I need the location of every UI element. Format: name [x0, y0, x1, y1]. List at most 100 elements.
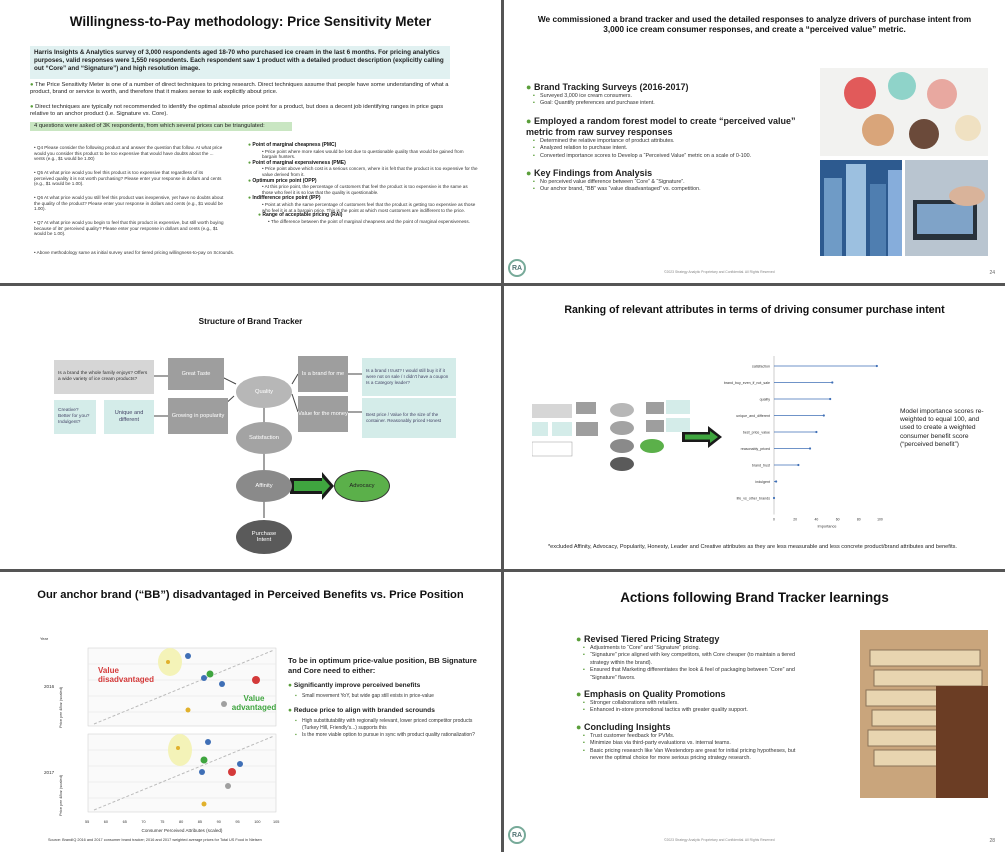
quality-node: Quality — [236, 376, 292, 408]
x-tick-label: 95 — [235, 820, 240, 824]
actions-list: ● Revised Tiered Pricing Strategy Adjust… — [576, 634, 798, 762]
exclusion-note: *excluded Affinity, Advocacy, Popularity… — [548, 544, 957, 550]
bar-label: best_price_value — [743, 431, 770, 435]
slide-title: Ranking of relevant attributes in terms … — [564, 304, 945, 316]
slide-title: Actions following Brand Tracker learning… — [620, 590, 889, 605]
bar-label: satisfaction — [752, 365, 770, 369]
affinity-node: Affinity — [236, 470, 292, 502]
bar-label: brand_buy_even_if_not_sale — [724, 381, 770, 385]
brand-for-me-node: Is a brand for me — [298, 356, 348, 392]
flow-arrows — [150, 371, 362, 518]
purchase-intent-node: Purchase Intent — [236, 520, 292, 554]
great-taste-node: Great Taste — [168, 358, 224, 390]
y-axis-label-bottom: Price per 48oz (scaled) — [58, 774, 63, 816]
x-tick-label: 100 — [877, 518, 883, 522]
x-tick-label: 100 — [254, 820, 261, 824]
year-label: Year — [40, 636, 49, 641]
mini-structure-diagram — [532, 400, 690, 471]
x-tick-label: 70 — [141, 820, 146, 824]
price-value-scatter — [87, 647, 277, 813]
slide-brand-tracker-intro: We commissioned a brand tracker and used… — [504, 0, 1005, 283]
x-tick-label: 75 — [160, 820, 165, 824]
q7-text: • Q7 At what price would you begin to fe… — [34, 220, 224, 237]
x-tick-label: 105 — [273, 820, 280, 824]
importance-dot — [829, 397, 832, 401]
questions-highlight: 4 questions were asked of 3K respondents… — [30, 122, 292, 131]
year-2017: 2017 — [44, 770, 55, 775]
satisfaction-node: Satisfaction — [236, 422, 292, 454]
value-disadvantaged-label: Value disadvantaged — [98, 666, 155, 684]
above-note: • Above methodology same as initial surv… — [34, 250, 235, 255]
x-ticks: 55 60 65 70 75 80 85 90 95 100 105 — [84, 820, 280, 826]
ice-cream-photo — [820, 68, 988, 156]
slide-title: Our anchor brand (“BB”) disadvantaged in… — [37, 589, 464, 601]
money-photo — [860, 630, 988, 798]
laptop-photo — [905, 160, 988, 256]
bar-label: indulgent — [755, 480, 770, 484]
q5-text: • Q5 At what price would you feel this p… — [34, 170, 222, 187]
x-tick-label: 0 — [773, 518, 775, 522]
footer-text: ©2023 Strategy Analytic Proprietary and … — [664, 270, 775, 274]
slide-title: We commissioned a brand tracker and used… — [537, 14, 972, 34]
y-axis-label-top: Price per 48oz (scaled) — [58, 686, 63, 728]
x-tick-label: 80 — [179, 820, 184, 824]
bar-label: reasonably_priced — [741, 447, 770, 451]
x-tick-label: 80 — [857, 518, 861, 522]
price-points: ● Point of marginal cheapness (PMC) • Pr… — [248, 142, 478, 224]
page-number: 28 — [989, 838, 995, 844]
best-price-node: Best price / Value for the size of the c… — [362, 398, 456, 438]
x-axis-label: Consumer Perceived Attributes (scaled) — [141, 828, 223, 833]
year-2016: 2016 — [44, 684, 55, 689]
slide-title: Willingness-to-Pay methodology: Price Se… — [69, 14, 432, 29]
bullet-psm: ● The Price Sensitivity Meter is one of … — [30, 82, 449, 95]
slide-structure: Structure of Brand Tracker Is a brand th… — [0, 286, 501, 569]
findings-list: ● Brand Tracking Surveys (2016-2017) Sur… — [526, 82, 796, 194]
x-tick-label: 60 — [103, 820, 109, 824]
recommendations: To be in optimum price-value position, B… — [288, 656, 484, 739]
buildings-photo — [820, 160, 902, 256]
importance-dot — [772, 496, 776, 500]
importance-chart: satisfaction brand_buy_even_if_not_salequ… — [724, 356, 883, 529]
q4-text: • Q4 Please consider the following produ… — [34, 145, 223, 162]
model-note: Model importance scores re-weighted to e… — [900, 408, 984, 448]
bar-label: quality — [760, 398, 771, 402]
bar-label: unique_and_different — [736, 414, 770, 418]
x-tick-label: 90 — [216, 820, 221, 824]
creative-node: Creative? Better for you? Indulgent? — [54, 400, 96, 434]
bullet-direct: ● Direct techniques are typically not re… — [30, 104, 444, 117]
x-tick-label: 40 — [815, 518, 819, 522]
x-tick-label: 85 — [197, 820, 203, 824]
arrow-to-chart — [682, 426, 722, 448]
x-tick-label: 60 — [836, 518, 840, 522]
importance-dot — [797, 463, 800, 467]
family-node: Is a brand the whole family enjoys? Offe… — [54, 360, 154, 394]
trust-node: Is a brand I trust? I would still buy it… — [362, 358, 456, 396]
importance-dot — [822, 414, 825, 417]
slide-actions: Actions following Brand Tracker learning… — [504, 572, 1005, 852]
importance-dot — [875, 364, 878, 368]
slide-psm: Willingness-to-Pay methodology: Price Se… — [0, 0, 501, 283]
importance-dot — [808, 447, 812, 450]
x-tick-label: 55 — [85, 820, 90, 824]
company-logo: RA — [508, 826, 526, 844]
bar-label: brand_trust — [752, 464, 770, 468]
q6-text: • Q6 At what price would you still feel … — [34, 195, 224, 212]
slide-ranking: Ranking of relevant attributes in terms … — [504, 286, 1005, 569]
importance-dot — [831, 381, 834, 384]
bar-label: life_vs_other_brands — [737, 497, 771, 501]
unique-node: Unique and different — [104, 400, 154, 434]
x-axis-title: Importance — [818, 525, 837, 529]
source-note: Source: BrandIQ 2016 and 2017 consumer b… — [48, 838, 262, 842]
growing-node: Growing in popularity — [168, 398, 228, 434]
value-for-money-node: Value for the money — [298, 396, 348, 432]
value-advantaged-label: Value advantaged — [231, 694, 277, 712]
x-tick-label: 20 — [793, 518, 797, 522]
page-number: 24 — [989, 270, 995, 276]
intro-box: Harris Insights & Analytics survey of 3,… — [30, 46, 450, 79]
x-tick-label: 65 — [122, 820, 127, 824]
slide-price-position: Our anchor brand (“BB”) disadvantaged in… — [0, 572, 501, 852]
importance-dot — [815, 430, 818, 434]
slide-title: Structure of Brand Tracker — [198, 317, 303, 326]
footer-text: ©2023 Strategy Analytic Proprietary and … — [664, 838, 775, 842]
company-logo: RA — [508, 259, 526, 277]
